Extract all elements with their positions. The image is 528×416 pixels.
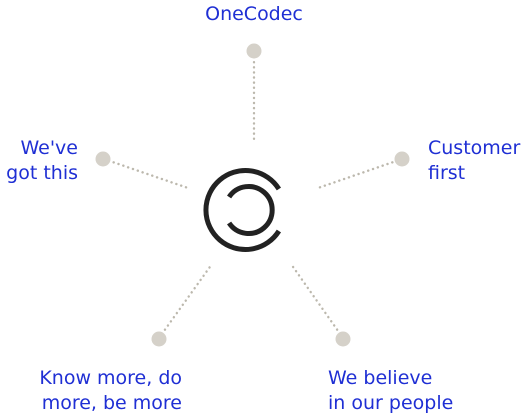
value-label-bottom-right-line-1: We believe <box>328 367 433 389</box>
value-label-left-line-1: We've <box>20 137 78 159</box>
value-label-bottom-right: We believe in our people <box>328 366 468 416</box>
node-dot-bottom-right <box>335 331 351 347</box>
value-label-left: We've got this <box>0 136 78 186</box>
value-label-right-line-1: Customer <box>428 137 521 159</box>
onecodec-logo-icon <box>203 168 282 252</box>
connector-bottom-right <box>289 262 345 340</box>
node-dot-top <box>246 43 262 59</box>
connector-left <box>102 157 190 190</box>
value-label-bottom-left: Know more, do more, be more <box>14 366 182 416</box>
connector-bottom-left <box>157 262 214 340</box>
value-label-bottom-left-line-1: Know more, do <box>39 367 182 389</box>
value-label-bottom-right-line-2: in our people <box>328 392 454 414</box>
value-label-top: OneCodec <box>184 2 324 27</box>
connector-right <box>316 157 404 190</box>
value-label-right: Customer first <box>428 136 528 186</box>
node-dot-left <box>95 151 111 167</box>
value-label-left-line-2: got this <box>6 162 78 184</box>
node-dot-right <box>394 151 410 167</box>
node-dot-bottom-left <box>151 331 167 347</box>
value-label-bottom-left-line-2: more, be more <box>41 392 182 414</box>
value-label-right-line-2: first <box>428 162 466 184</box>
value-label-top-line-1: OneCodec <box>205 3 303 25</box>
